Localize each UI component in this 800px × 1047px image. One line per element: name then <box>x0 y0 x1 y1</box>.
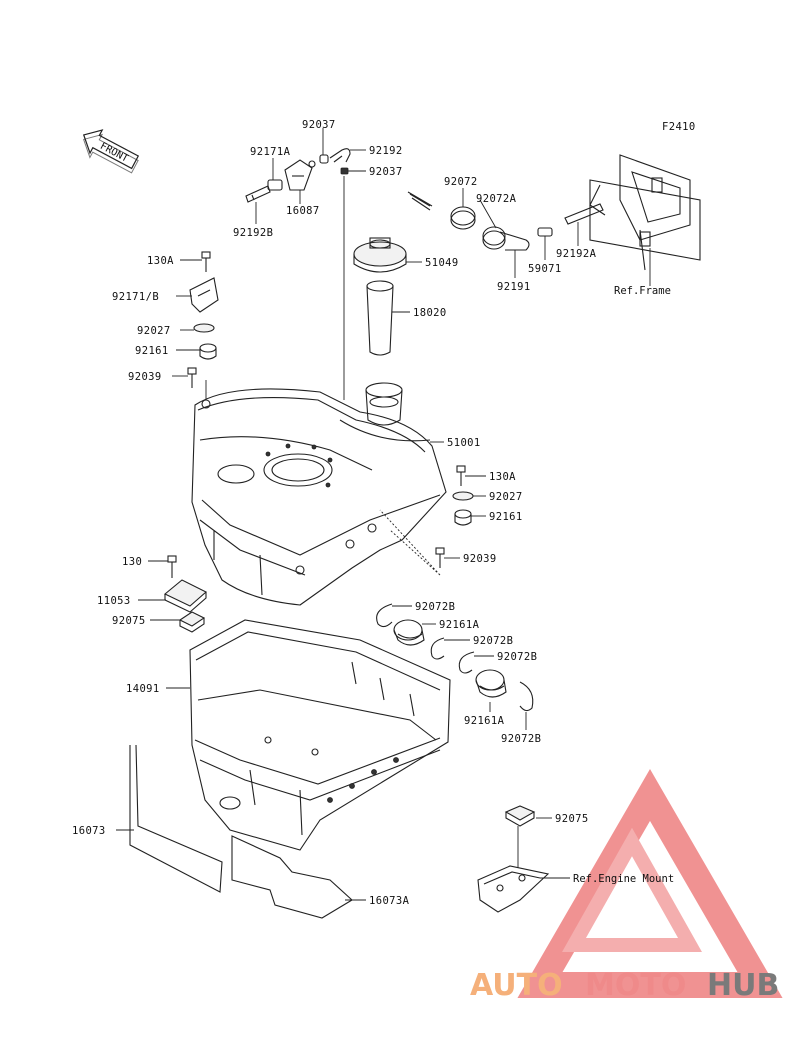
clamp-92072b-2 <box>430 637 445 660</box>
label-16073: 16073 <box>72 825 106 837</box>
bolt-92039-right <box>379 509 445 576</box>
washer-92027-left <box>193 323 215 333</box>
label-16073a: 16073A <box>369 895 410 907</box>
label-92192a: 92192A <box>556 248 597 260</box>
label-92192b: 92192B <box>233 227 273 239</box>
frame-bracket <box>589 154 701 286</box>
label-51049: 51049 <box>425 257 459 269</box>
label-92027-left: 92027 <box>137 325 171 337</box>
label-92072b-1: 92072B <box>415 601 455 613</box>
bracket-92171b <box>189 277 219 313</box>
label-51001: 51001 <box>447 437 481 449</box>
label-92161-left: 92161 <box>135 345 169 357</box>
clamp-92072b-4 <box>519 681 534 712</box>
bolt-130a-top <box>201 251 211 272</box>
clamp-92072b-1 <box>376 603 393 628</box>
leader-lines <box>116 128 579 901</box>
clamp-92072a <box>482 226 530 251</box>
label-130a-right: 130A <box>489 471 516 483</box>
fuel-tank-51001 <box>191 382 447 606</box>
ref-engine-mount-label: Ref.Engine Mount <box>573 873 674 885</box>
label-11053: 11053 <box>97 595 131 607</box>
ref-frame-label: Ref.Frame <box>614 285 671 297</box>
clamp-92072b-3 <box>458 651 475 674</box>
pad-92075-right <box>504 805 536 827</box>
label-18020: 18020 <box>413 307 447 319</box>
hose-92192b <box>245 185 271 203</box>
cap-51049 <box>353 237 407 273</box>
label-92192: 92192 <box>369 145 403 157</box>
label-92075-left: 92075 <box>112 615 146 627</box>
label-92037-top: 92037 <box>302 119 336 131</box>
watermark-logo <box>517 769 783 998</box>
filler-tube-18020 <box>366 280 394 356</box>
bolt-130 <box>167 555 177 578</box>
label-130a-top: 130A <box>147 255 174 267</box>
bolt-92039-left <box>187 367 197 388</box>
watermark-part2: MOTO <box>585 968 686 1003</box>
label-59071: 59071 <box>528 263 562 275</box>
washer-92027-right <box>452 491 474 501</box>
bolt-130a-right <box>456 465 466 486</box>
label-92161-right: 92161 <box>489 511 523 523</box>
grommet-92161-right <box>454 509 472 526</box>
tray-14091 <box>189 619 451 851</box>
label-92072a: 92072A <box>476 193 517 205</box>
label-92037-second: 92037 <box>369 166 403 178</box>
label-92039-left: 92039 <box>128 371 162 383</box>
figure-code: F2410 <box>662 121 696 133</box>
clip-92037-top <box>319 154 329 164</box>
grommet-92161-left <box>199 343 217 360</box>
watermark-text: AUTO MOTO HUB <box>470 968 779 1003</box>
pad-16073a <box>231 835 353 919</box>
label-92075-right: 92075 <box>555 813 589 825</box>
label-92072b-4: 92072B <box>501 733 541 745</box>
label-92027-right: 92027 <box>489 491 523 503</box>
label-92191: 92191 <box>497 281 531 293</box>
grommet-92161a-2 <box>475 669 507 698</box>
label-92161a-2: 92161A <box>464 715 505 727</box>
valve-16087 <box>284 159 316 191</box>
clip-92037-second <box>340 167 349 175</box>
watermark-part3: HUB <box>707 968 779 1003</box>
pad-16073 <box>129 744 223 893</box>
clamp-92171a <box>267 179 283 191</box>
hose-92192a <box>564 203 604 225</box>
part-labels: 92037 92192 92037 92171A 16087 92192B 92… <box>72 119 674 907</box>
label-130: 130 <box>122 556 142 568</box>
engine-mount-bracket <box>477 826 550 913</box>
label-92171a: 92171A <box>250 146 291 158</box>
label-14091: 14091 <box>126 683 160 695</box>
clamp-92072 <box>407 191 476 230</box>
label-92072b-2: 92072B <box>473 635 513 647</box>
label-92161a-1: 92161A <box>439 619 480 631</box>
hose-92192 <box>329 148 351 163</box>
hose-59071 <box>537 227 553 237</box>
grommet-92161a-1 <box>393 619 425 646</box>
label-92171b: 92171/B <box>112 291 159 303</box>
label-92039-right: 92039 <box>463 553 497 565</box>
pad-92075-left <box>178 611 206 633</box>
label-16087: 16087 <box>286 205 320 217</box>
watermark-part1: AUTO <box>470 968 563 1003</box>
label-92072: 92072 <box>444 176 478 188</box>
label-92072b-3: 92072B <box>497 651 537 663</box>
front-arrow-icon: FRONT <box>82 129 140 174</box>
bracket-11053 <box>163 579 207 613</box>
